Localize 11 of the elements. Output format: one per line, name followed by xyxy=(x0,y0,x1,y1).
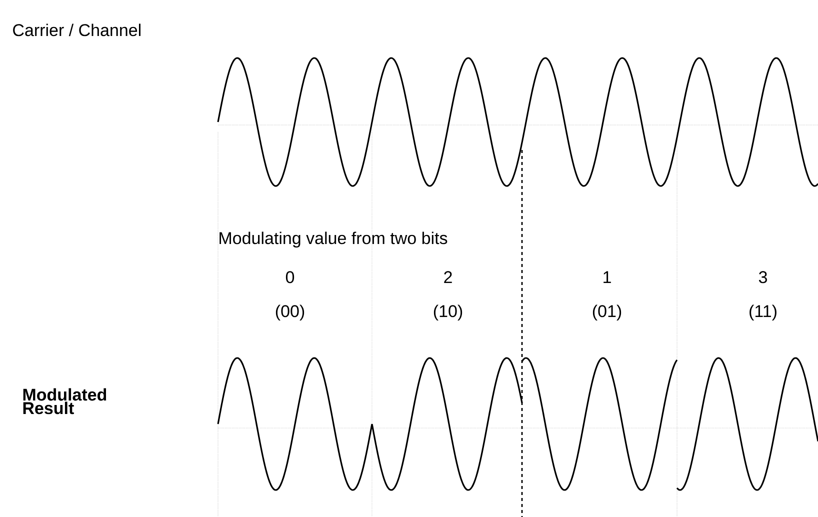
symbol-value: 3 xyxy=(758,271,767,284)
waveform-label: Carrier / Channel xyxy=(13,24,140,36)
axis-title: Modulating value from two bits xyxy=(220,232,448,248)
bit-pattern: (11) xyxy=(750,304,776,321)
symbol-value: 1 xyxy=(604,271,611,283)
bit-pattern: (00) xyxy=(276,304,304,321)
bit-pattern: (10) xyxy=(434,304,462,321)
symbol-value: 2 xyxy=(444,271,452,283)
bit-pattern: (01) xyxy=(592,304,622,321)
waveform-label: Modulated Result xyxy=(23,388,106,414)
symbol-value: 0 xyxy=(286,271,294,284)
